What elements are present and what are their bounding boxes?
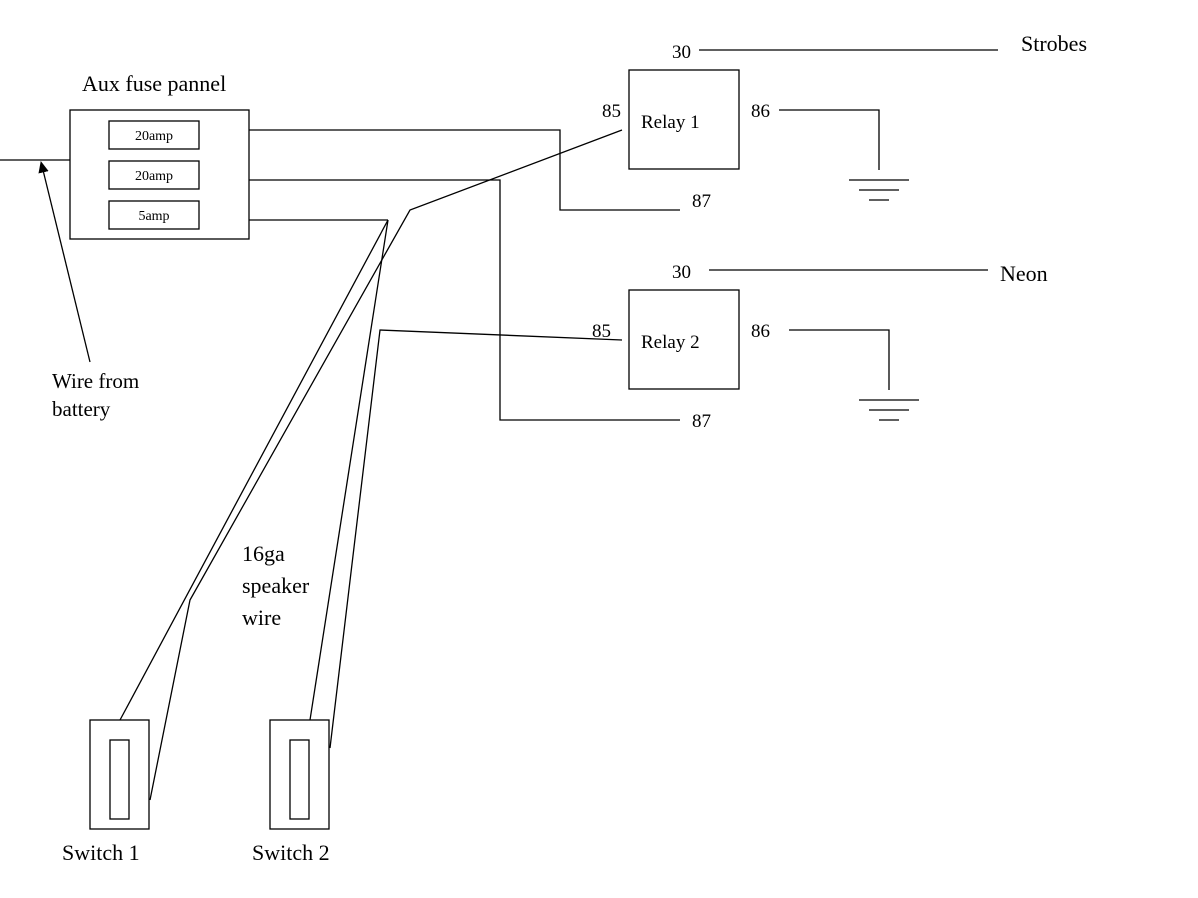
- relay-1-pin-86: 86: [751, 101, 770, 122]
- fuse-3-label: 5amp: [138, 209, 169, 224]
- switch-2: Switch 2: [252, 719, 330, 865]
- fuse-3: 5amp: [108, 200, 200, 230]
- relay-2-pin-30: 30: [672, 262, 691, 283]
- battery-arrow: [38, 160, 91, 363]
- switch-2-label: Switch 2: [252, 840, 330, 865]
- fuse-2: 20amp: [108, 160, 200, 190]
- switch-2-rocker: [289, 739, 310, 820]
- fuse3-to-switch1-wire: [119, 219, 389, 721]
- fuse-panel-title: Aux fuse pannel: [82, 71, 226, 96]
- relay-2-output-label: Neon: [1000, 261, 1048, 286]
- relay-2-pin-85: 85: [592, 321, 611, 342]
- relay-1-pin-87: 87: [692, 191, 711, 212]
- fuse-1-label: 20amp: [135, 129, 173, 144]
- relay-1-output-label: Strobes: [1021, 31, 1087, 56]
- fuse1-to-relay1-87-wire: [249, 129, 680, 211]
- ground-symbol-1: [849, 179, 909, 201]
- wire-note: 16ga speaker wire: [242, 541, 315, 630]
- relay-1-pin-30: 30: [672, 42, 691, 63]
- switch1-to-relay1-85-wire: [149, 129, 623, 801]
- relay-2-pin-86: 86: [751, 321, 770, 342]
- switch-1: Switch 1: [62, 719, 150, 865]
- fuse-2-label: 20amp: [135, 169, 173, 184]
- ground-symbol-2: [859, 399, 919, 421]
- switch-1-rocker: [109, 739, 130, 820]
- battery-label: Wire from battery: [52, 369, 144, 421]
- relay-2: Relay 2 30 85 86 87 Neon: [592, 261, 1048, 432]
- fuse-1: 20amp: [108, 120, 200, 150]
- fuse-panel: Aux fuse pannel 20amp 20amp 5amp: [69, 71, 250, 240]
- relay-1-box: [628, 69, 740, 170]
- relay-2-box: [628, 289, 740, 390]
- switch-1-label: Switch 1: [62, 840, 140, 865]
- relay-2-ground-wire: [789, 329, 890, 390]
- switch2-to-relay2-85-wire: [329, 329, 623, 749]
- relay-1-label: Relay 1: [641, 112, 700, 133]
- fuse3-to-switch2-wire: [309, 219, 389, 721]
- fuse2-to-relay2-87-wire: [249, 179, 680, 421]
- relay-1-pin-85: 85: [602, 101, 621, 122]
- relay-1-ground-wire: [779, 109, 880, 170]
- relay-2-pin-87: 87: [692, 411, 711, 432]
- relay-1: Relay 1 30 85 86 87 Strobes: [602, 31, 1087, 212]
- relay-2-label: Relay 2: [641, 332, 700, 353]
